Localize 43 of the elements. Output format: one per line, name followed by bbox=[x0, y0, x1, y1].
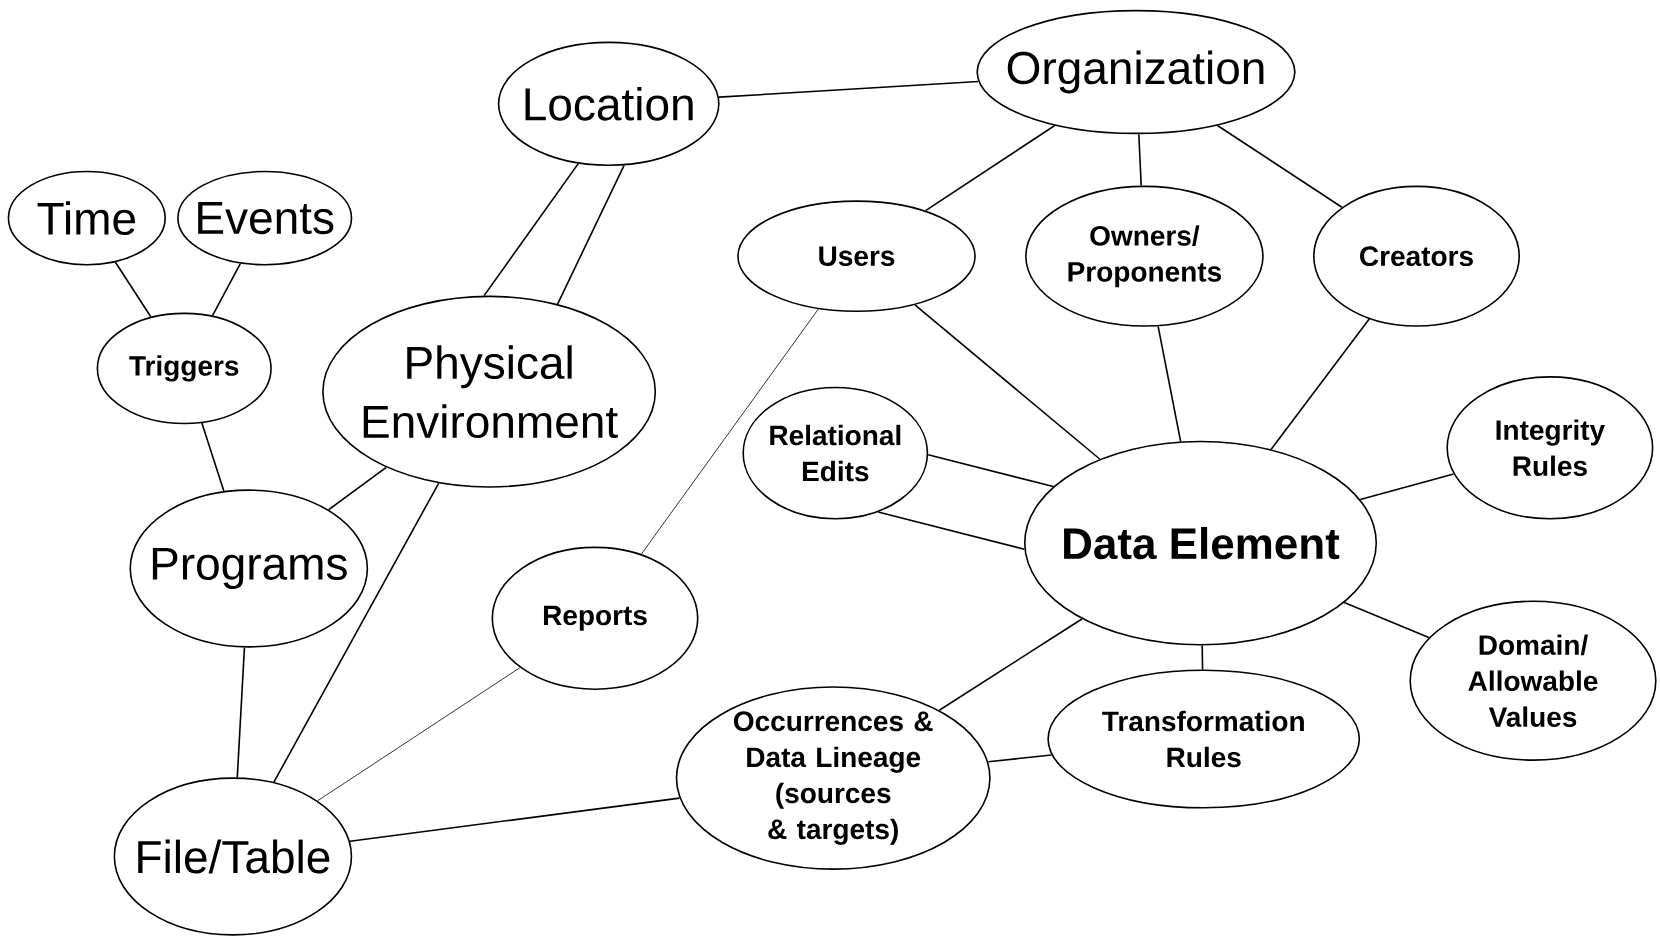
ellipse-node: Data Element bbox=[1023, 440, 1378, 646]
ellipse-node: Triggers bbox=[96, 312, 272, 425]
ellipse-node: Programs bbox=[129, 489, 369, 648]
ellipse-node: Transformation Rules bbox=[1047, 669, 1361, 809]
connector-line bbox=[556, 164, 625, 305]
ellipse-node: File/Table bbox=[113, 777, 353, 936]
connector-line bbox=[1216, 124, 1343, 208]
connector-line bbox=[877, 511, 1026, 551]
connector-line bbox=[718, 80, 980, 98]
connector-line bbox=[114, 261, 152, 318]
connector-line bbox=[1201, 644, 1204, 671]
connector-line bbox=[640, 308, 819, 555]
ellipse-node: Relational Edits bbox=[742, 386, 929, 520]
connector-line bbox=[1343, 601, 1430, 639]
ellipse-node: Occurrences & Data Lineage (sources & targets) bbox=[675, 686, 991, 870]
ellipse-node: Integrity Rules bbox=[1446, 376, 1654, 520]
connector-line bbox=[914, 304, 1101, 460]
connector-line bbox=[349, 797, 681, 842]
connector-line bbox=[987, 754, 1053, 763]
connector-line bbox=[1157, 325, 1182, 443]
connector-line bbox=[236, 646, 246, 779]
ellipse-node: Time bbox=[7, 170, 166, 266]
ellipse-node: Location bbox=[497, 41, 720, 166]
connector-line bbox=[483, 162, 580, 297]
ellipse-node: Domain/ Allowable Values bbox=[1409, 600, 1657, 761]
ellipse-node: Organization bbox=[976, 9, 1296, 135]
connector-line bbox=[1359, 473, 1455, 501]
connector-line bbox=[201, 422, 225, 492]
connector-line bbox=[211, 262, 242, 317]
ellipse-node: Events bbox=[177, 170, 353, 266]
connector-line bbox=[927, 453, 1055, 488]
connector-line bbox=[327, 466, 388, 511]
ellipse-node: Reports bbox=[491, 546, 699, 691]
connector-line bbox=[938, 618, 1083, 711]
ellipse-node: Owners/ Proponents bbox=[1025, 185, 1264, 327]
ellipse-node: Creators bbox=[1313, 185, 1520, 327]
connector-line bbox=[273, 482, 440, 783]
connector-line bbox=[317, 667, 521, 802]
ellipse-node: Users bbox=[737, 200, 976, 313]
connector-line bbox=[1138, 133, 1142, 187]
ellipse-node: Physical Environment bbox=[322, 295, 657, 488]
connector-line bbox=[1270, 318, 1370, 451]
connector-line bbox=[924, 124, 1056, 212]
